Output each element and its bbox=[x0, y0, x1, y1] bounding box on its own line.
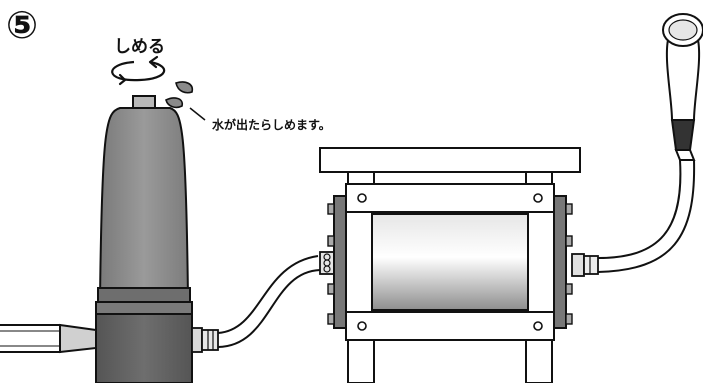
filter-outlet-fitting bbox=[191, 327, 219, 353]
shower-head bbox=[662, 13, 703, 161]
step-number: ⑤ bbox=[6, 3, 38, 47]
water-filter bbox=[95, 95, 193, 384]
housing-frame bbox=[319, 147, 581, 384]
instruction-pointer bbox=[189, 107, 206, 121]
shower-nozzle bbox=[668, 19, 698, 41]
instruction-text: 水が出たらしめます。 bbox=[212, 117, 331, 132]
shower-hose bbox=[597, 159, 696, 273]
supply-hose bbox=[0, 323, 97, 354]
housing-outlet-fitting bbox=[571, 253, 599, 277]
rotate-arrow-icon bbox=[111, 55, 165, 86]
connecting-hose bbox=[217, 255, 321, 348]
water-drop-icon bbox=[165, 81, 194, 109]
tighten-label: しめる bbox=[114, 37, 165, 57]
housing-inlet-nut bbox=[319, 251, 335, 275]
